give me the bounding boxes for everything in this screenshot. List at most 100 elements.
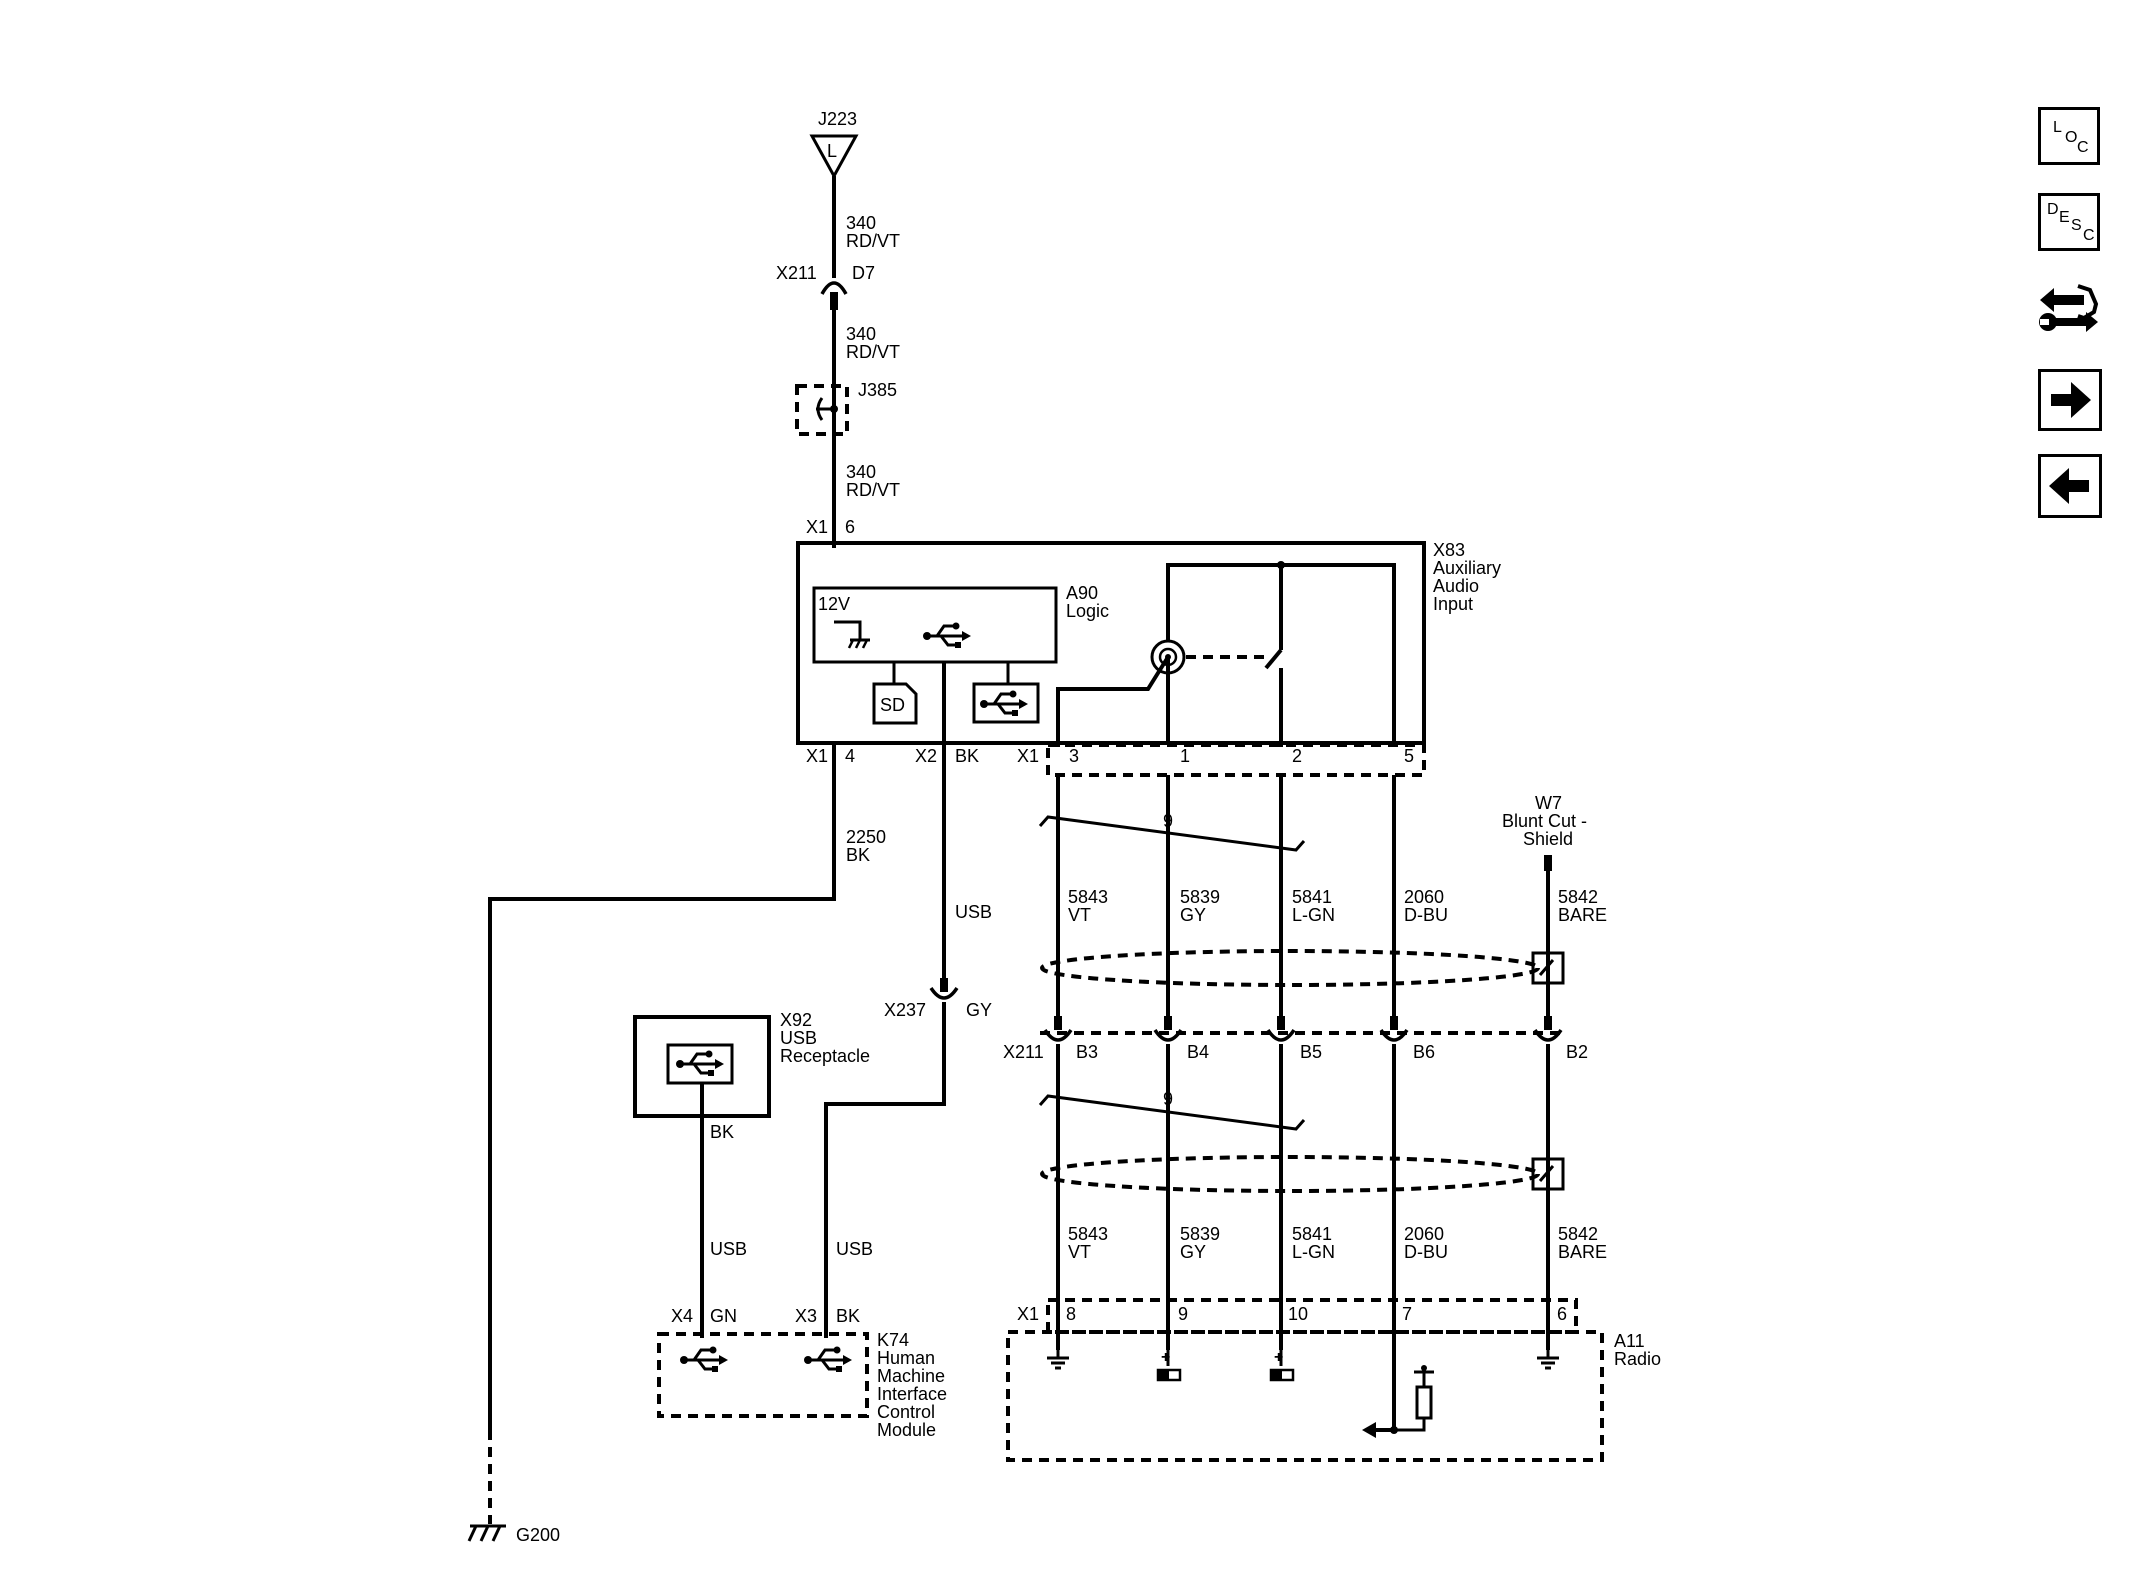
svg-text:5841: 5841 <box>1292 887 1332 907</box>
next-page-button[interactable] <box>2038 369 2102 431</box>
svg-text:X4: X4 <box>671 1306 693 1326</box>
svg-text:9: 9 <box>1163 1089 1173 1109</box>
location-button[interactable]: L O C <box>2038 107 2100 165</box>
svg-text:GY: GY <box>1180 905 1206 925</box>
svg-text:X1: X1 <box>1017 746 1039 766</box>
svg-text:B2: B2 <box>1566 1042 1588 1062</box>
svg-text:X1: X1 <box>1017 1304 1039 1324</box>
svg-text:BK: BK <box>836 1306 860 1326</box>
svg-text:Machine: Machine <box>877 1366 945 1386</box>
svg-text:340: 340 <box>846 213 876 233</box>
svg-text:Auxiliary: Auxiliary <box>1433 558 1501 578</box>
svg-text:Interface: Interface <box>877 1384 947 1404</box>
svg-text:+: + <box>1274 1349 1283 1366</box>
svg-text:9: 9 <box>1178 1304 1188 1324</box>
svg-text:J385: J385 <box>858 380 897 400</box>
audio-input-pin9-icon: + <box>1156 1349 1182 1382</box>
module-x92-usb-receptacle: X92 USB Receptacle <box>633 1010 870 1118</box>
svg-text:Receptacle: Receptacle <box>780 1046 870 1066</box>
svg-text:10: 10 <box>1288 1304 1308 1324</box>
svg-text:+: + <box>1161 1349 1170 1366</box>
splice-pack-j385: J385 <box>795 380 897 436</box>
svg-text:D-BU: D-BU <box>1404 1242 1448 1262</box>
svg-text:VT: VT <box>1068 905 1091 925</box>
usb-x3-icon <box>802 1345 854 1374</box>
svg-text:5842: 5842 <box>1558 1224 1598 1244</box>
service-info-button[interactable] <box>2034 278 2104 348</box>
connector-x211-inline <box>1043 1016 1563 1042</box>
svg-text:2250: 2250 <box>846 827 886 847</box>
svg-text:J223: J223 <box>818 109 857 129</box>
usb-x4-icon <box>678 1345 730 1374</box>
svg-text:340: 340 <box>846 462 876 482</box>
svg-text:6: 6 <box>845 517 855 537</box>
module-a11-radio: A11 Radio + + <box>1006 1330 1661 1462</box>
sd-card-icon: SD <box>872 682 918 725</box>
svg-text:D-BU: D-BU <box>1404 905 1448 925</box>
svg-text:X83: X83 <box>1433 540 1465 560</box>
svg-text:BARE: BARE <box>1558 1242 1607 1262</box>
connector-j223: J223 L <box>809 109 859 180</box>
svg-text:GN: GN <box>710 1306 737 1326</box>
svg-text:X2: X2 <box>915 746 937 766</box>
svg-text:9: 9 <box>1163 811 1173 831</box>
svg-text:5839: 5839 <box>1180 887 1220 907</box>
arrow-left-icon <box>2049 468 2089 504</box>
svg-text:Blunt Cut -: Blunt Cut - <box>1502 811 1587 831</box>
svg-text:USB: USB <box>955 902 992 922</box>
svg-text:USB: USB <box>836 1239 873 1259</box>
svg-text:RD/VT: RD/VT <box>846 480 900 500</box>
detect-resistor-icon <box>1362 1350 1434 1438</box>
svg-text:3: 3 <box>1069 746 1079 766</box>
svg-text:4: 4 <box>845 746 855 766</box>
svg-text:Module: Module <box>877 1420 936 1440</box>
svg-text:BK: BK <box>846 845 870 865</box>
svg-text:K74: K74 <box>877 1330 909 1350</box>
svg-text:D7: D7 <box>852 263 875 283</box>
usb-receptacle-icon <box>674 1049 726 1078</box>
svg-text:L-GN: L-GN <box>1292 905 1335 925</box>
svg-text:B5: B5 <box>1300 1042 1322 1062</box>
svg-text:B6: B6 <box>1413 1042 1435 1062</box>
svg-text:X211: X211 <box>776 263 817 283</box>
svg-text:1: 1 <box>1180 746 1190 766</box>
connector-x211-d7: X211 D7 <box>776 263 875 310</box>
svg-text:X92: X92 <box>780 1010 812 1030</box>
module-x83-auxiliary-audio-input: X83 Auxiliary Audio Input A90 Logic 12V … <box>796 540 1501 747</box>
svg-text:B4: B4 <box>1187 1042 1209 1062</box>
svg-text:Control: Control <box>877 1402 935 1422</box>
ground-symbol-icon <box>834 620 870 649</box>
svg-text:W7: W7 <box>1535 793 1562 813</box>
svg-text:340: 340 <box>846 324 876 344</box>
svg-text:5843: 5843 <box>1068 887 1108 907</box>
svg-text:Radio: Radio <box>1614 1349 1661 1369</box>
svg-text:VT: VT <box>1068 1242 1091 1262</box>
svg-text:SD: SD <box>880 695 905 715</box>
svg-text:5841: 5841 <box>1292 1224 1332 1244</box>
svg-text:GY: GY <box>966 1000 992 1020</box>
svg-text:2060: 2060 <box>1404 1224 1444 1244</box>
previous-page-button[interactable] <box>2038 454 2102 518</box>
svg-text:7: 7 <box>1402 1304 1412 1324</box>
usb-logic-icon <box>921 621 973 650</box>
svg-text:X237: X237 <box>884 1000 926 1020</box>
svg-text:X1: X1 <box>806 517 828 537</box>
svg-text:2: 2 <box>1292 746 1302 766</box>
svg-text:B3: B3 <box>1076 1042 1098 1062</box>
svg-text:X211: X211 <box>1003 1042 1044 1062</box>
arrow-right-icon <box>2051 382 2091 418</box>
description-button[interactable]: D E S C <box>2038 193 2100 251</box>
svg-text:6: 6 <box>1557 1304 1567 1324</box>
ground-g200-icon <box>467 1524 506 1542</box>
ground-pin6-icon <box>1535 1348 1561 1370</box>
usb-port-icon <box>978 689 1030 718</box>
svg-text:2060: 2060 <box>1404 887 1444 907</box>
svg-text:GY: GY <box>1180 1242 1206 1262</box>
wrench-arrows-icon <box>2039 284 2099 332</box>
svg-text:X1: X1 <box>806 746 828 766</box>
svg-text:Human: Human <box>877 1348 935 1368</box>
module-k74-hmi-control-module: K74 Human Machine Interface Control Modu… <box>657 1330 947 1440</box>
svg-text:G200: G200 <box>516 1525 560 1545</box>
svg-text:8: 8 <box>1066 1304 1076 1324</box>
